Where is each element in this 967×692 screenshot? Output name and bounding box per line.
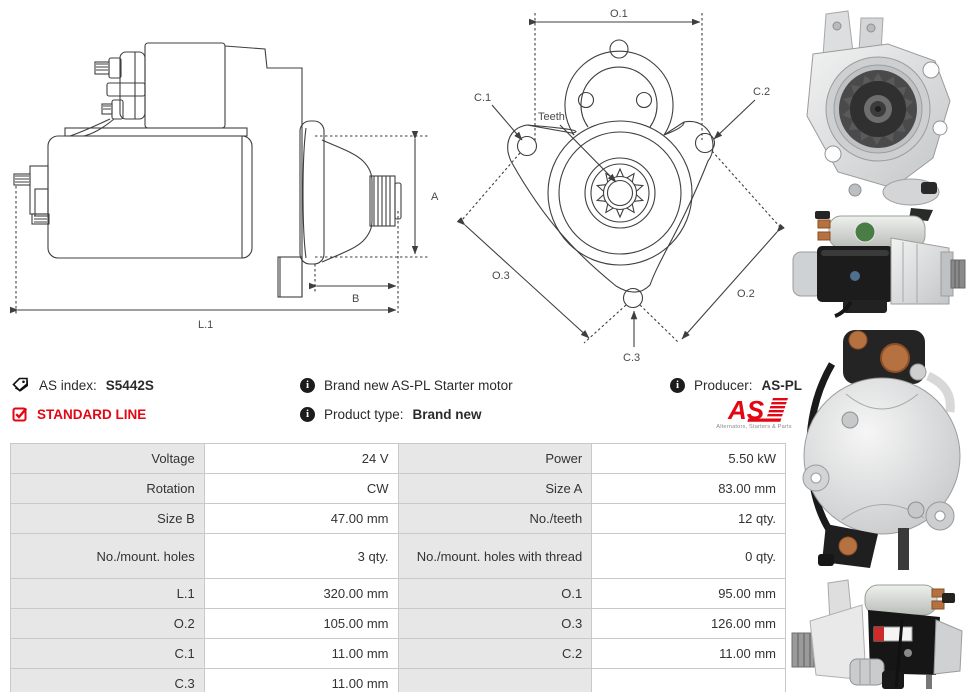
spec-value-cell: 5.50 kW bbox=[591, 443, 786, 474]
product-description-section: i Brand new AS-PL Starter motor i Produc… bbox=[300, 376, 513, 434]
standard-line-label: STANDARD LINE bbox=[37, 406, 147, 422]
spec-label-cell: L.1 bbox=[10, 578, 205, 609]
dim-label-o2: O.2 bbox=[737, 288, 755, 300]
spec-label-cell: No./teeth bbox=[397, 503, 593, 534]
spec-label-cell: Voltage bbox=[10, 443, 205, 474]
spec-value-cell: 11.00 mm bbox=[203, 668, 399, 692]
standard-line-badge: STANDARD LINE bbox=[12, 405, 154, 423]
dim-label-l1: L.1 bbox=[198, 319, 213, 331]
info-icon: i bbox=[670, 377, 685, 393]
description-text: Brand new AS-PL Starter motor bbox=[324, 377, 513, 393]
spec-value-cell: 95.00 mm bbox=[591, 578, 786, 609]
as-pl-logo-tagline: Alternators, Starters & Parts bbox=[716, 424, 792, 430]
checkbox-checked-icon bbox=[12, 406, 28, 422]
spec-label-cell bbox=[397, 668, 593, 692]
spec-label-cell: O.2 bbox=[10, 608, 205, 639]
spec-label-cell: C.2 bbox=[397, 638, 593, 669]
dim-label-c3: C.3 bbox=[623, 352, 640, 364]
spec-value-cell: 11.00 mm bbox=[591, 638, 786, 669]
spec-value-cell: 105.00 mm bbox=[203, 608, 399, 639]
producer-section: i Producer: AS-PL bbox=[670, 376, 802, 405]
spec-value-cell: 12 qty. bbox=[591, 503, 786, 534]
table-row: No./mount. holes 3 qty. No./mount. holes… bbox=[10, 533, 786, 579]
producer-line: i Producer: AS-PL bbox=[670, 376, 802, 394]
spec-label-cell: C.1 bbox=[10, 638, 205, 669]
dim-label-c1: C.1 bbox=[474, 92, 491, 104]
spec-value-cell: 320.00 mm bbox=[203, 578, 399, 609]
product-photo-angled-view bbox=[791, 579, 963, 689]
spec-value-cell bbox=[591, 668, 786, 692]
spec-label-cell: C.3 bbox=[10, 668, 205, 692]
as-pl-logo: AS Alternators, Starters & Parts bbox=[712, 395, 796, 430]
table-row: Size B 47.00 mm No./teeth 12 qty. bbox=[10, 503, 786, 534]
spec-label-cell: Size A bbox=[397, 473, 593, 504]
spec-value-cell: 0 qty. bbox=[591, 533, 786, 579]
dim-label-o3: O.3 bbox=[492, 270, 510, 282]
product-photo-side-view bbox=[792, 208, 966, 318]
spec-value-cell: 24 V bbox=[203, 443, 399, 474]
table-row: L.1 320.00 mm O.1 95.00 mm bbox=[10, 578, 786, 609]
spec-label-cell: O.1 bbox=[397, 578, 593, 609]
spec-value-cell: 3 qty. bbox=[203, 533, 399, 579]
table-row: Voltage 24 V Power 5.50 kW bbox=[10, 443, 786, 474]
spec-value-cell: 47.00 mm bbox=[203, 503, 399, 534]
info-icon: i bbox=[300, 406, 315, 422]
dim-label-teeth: Teeth bbox=[538, 111, 565, 123]
as-index-line: AS index: S5442S bbox=[12, 376, 154, 394]
description-line: i Brand new AS-PL Starter motor bbox=[300, 376, 513, 394]
table-row: C.3 11.00 mm bbox=[10, 668, 786, 692]
dim-label-b: B bbox=[352, 293, 359, 305]
product-photo-rear-view bbox=[802, 330, 961, 570]
spec-label-cell: No./mount. holes bbox=[10, 533, 205, 579]
spec-label-cell: O.3 bbox=[397, 608, 593, 639]
side-view-technical-drawing: A B L.1 bbox=[10, 42, 439, 331]
table-row: Rotation CW Size A 83.00 mm bbox=[10, 473, 786, 504]
product-type-value: Brand new bbox=[412, 406, 482, 422]
front-view-technical-drawing: O.1 bbox=[456, 8, 785, 364]
spec-label-cell: Power bbox=[397, 443, 593, 474]
spec-table: Voltage 24 V Power 5.50 kW Rotation CW S… bbox=[10, 443, 786, 692]
spec-label-cell: Size B bbox=[10, 503, 205, 534]
producer-label: Producer: bbox=[694, 377, 753, 393]
spec-value-cell: 11.00 mm bbox=[203, 638, 399, 669]
spec-label-cell: No./mount. holes with thread bbox=[397, 533, 593, 579]
tag-icon bbox=[12, 377, 30, 393]
as-index-label: AS index: bbox=[39, 377, 97, 393]
spec-label-cell: Rotation bbox=[10, 473, 205, 504]
spec-value-cell: 126.00 mm bbox=[591, 608, 786, 639]
dim-label-a: A bbox=[431, 191, 439, 203]
info-icon: i bbox=[300, 377, 315, 393]
product-type-line: i Product type: Brand new bbox=[300, 405, 513, 423]
dim-label-o1: O.1 bbox=[610, 8, 628, 20]
producer-value: AS-PL bbox=[761, 377, 803, 393]
dim-label-c2: C.2 bbox=[753, 86, 770, 98]
table-row: O.2 105.00 mm O.3 126.00 mm bbox=[10, 608, 786, 639]
spec-value-cell: CW bbox=[203, 473, 399, 504]
product-type-label: Product type: bbox=[324, 406, 404, 422]
table-row: C.1 11.00 mm C.2 11.00 mm bbox=[10, 638, 786, 669]
as-index-value: S5442S bbox=[105, 377, 154, 393]
product-id-section: AS index: S5442S STANDARD LINE bbox=[12, 376, 154, 434]
pinion-teeth bbox=[595, 167, 645, 219]
product-photo-front-view bbox=[806, 10, 951, 206]
spec-value-cell: 83.00 mm bbox=[591, 473, 786, 504]
